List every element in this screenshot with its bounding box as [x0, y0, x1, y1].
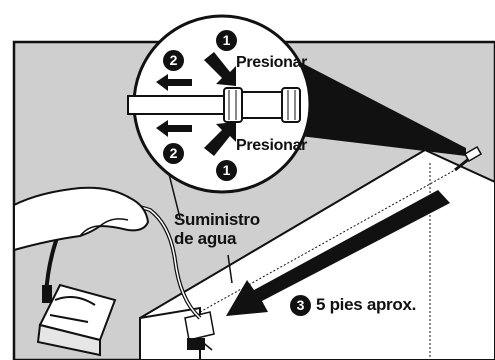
- pull-arrow-top: [156, 74, 192, 91]
- step-badge-press-top: 1: [216, 30, 237, 51]
- pull-arrow-bottom: [156, 120, 192, 137]
- water-supply-label-line1: Suministro: [174, 210, 260, 229]
- water-line-tube: [454, 156, 471, 172]
- press-label-top: Presionar: [236, 54, 308, 71]
- press-label-bottom: Presionar: [236, 137, 308, 154]
- press-arrow-bottom: [204, 122, 236, 156]
- step-badge-route: 3: [290, 295, 311, 316]
- step-badge-pull-top: 2: [163, 50, 184, 71]
- fitting-small: [463, 146, 483, 162]
- water-supply-label: Suministro de agua: [174, 210, 260, 248]
- quick-connect-fitting: [223, 87, 301, 123]
- magnifier-beam: [300, 62, 466, 156]
- connector-block: [187, 338, 205, 350]
- supply-leader-line: [227, 254, 233, 284]
- step-badge-press-bottom: 1: [216, 160, 237, 181]
- distance-label: 5 pies aprox.: [316, 295, 417, 314]
- press-arrow-top: [204, 52, 236, 86]
- step-badge-pull-bottom: 2: [163, 143, 184, 164]
- water-supply-label-line2: de agua: [174, 229, 237, 248]
- wall-bracket: [184, 311, 215, 341]
- zoom-tube: [127, 95, 225, 115]
- route-arrow: [226, 190, 450, 316]
